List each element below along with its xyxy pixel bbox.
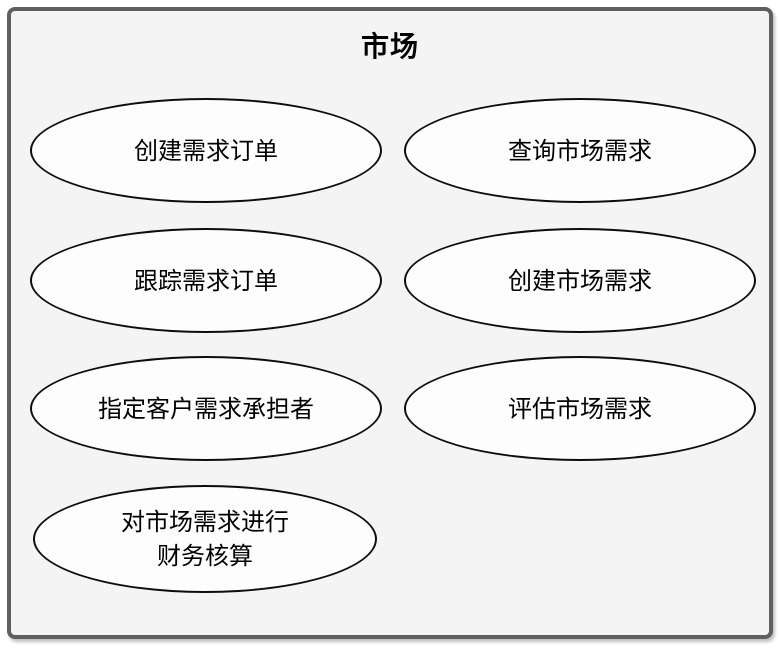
use-case-label: 创建需求订单: [134, 136, 278, 165]
use-case-query-market-demand: 查询市场需求: [404, 98, 756, 203]
use-case-track-demand-order: 跟踪需求订单: [30, 228, 382, 333]
use-case-label-line2: 财务核算: [157, 542, 253, 570]
use-case-create-demand-order: 创建需求订单: [30, 98, 382, 203]
use-case-label: 评估市场需求: [508, 394, 652, 423]
use-case-evaluate-market-demand: 评估市场需求: [404, 356, 756, 461]
use-case-label: 创建市场需求: [508, 266, 652, 295]
use-case-label-line1: 对市场需求进行: [121, 508, 289, 536]
use-case-label: 指定客户需求承担者: [98, 394, 314, 423]
diagram-title: 市场: [360, 30, 419, 63]
use-case-assign-customer-demand-owner: 指定客户需求承担者: [30, 356, 382, 461]
use-case-financial-accounting-market-demand: 对市场需求进行 财务核算: [33, 485, 377, 593]
use-case-label: 查询市场需求: [508, 136, 652, 165]
market-package-frame: 市场 创建需求订单 查询市场需求 跟踪需求订单 创建市场需求 指定客户需求承担者…: [7, 7, 773, 639]
use-case-label: 跟踪需求订单: [134, 266, 278, 295]
use-case-create-market-demand: 创建市场需求: [404, 228, 756, 333]
